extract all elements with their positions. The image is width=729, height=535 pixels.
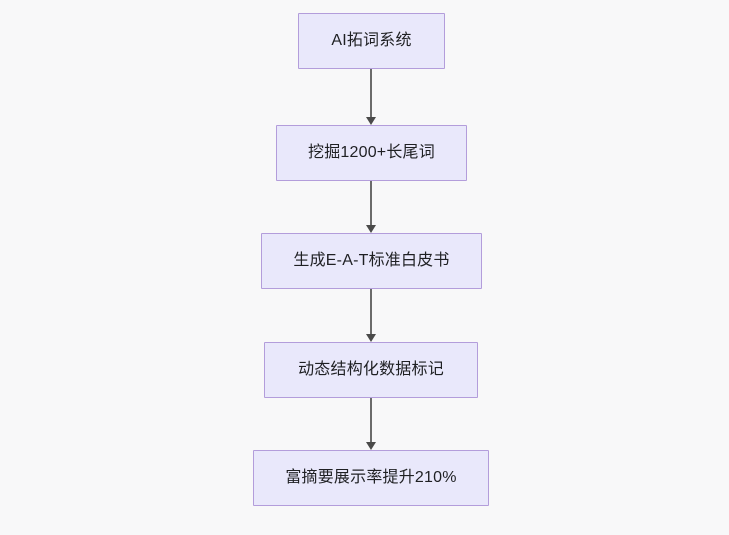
arrow-head-icon bbox=[366, 334, 376, 342]
flow-edge-4 bbox=[366, 398, 377, 450]
arrow-head-icon bbox=[366, 442, 376, 450]
flow-node-label: AI拓词系统 bbox=[331, 32, 412, 50]
flow-edge-2 bbox=[366, 181, 377, 233]
flow-node-structured-data-markup[interactable]: 动态结构化数据标记 bbox=[264, 342, 478, 398]
flow-node-label: 富摘要展示率提升210% bbox=[285, 469, 457, 487]
flow-node-long-tail-keywords[interactable]: 挖掘1200+长尾词 bbox=[276, 125, 467, 181]
flow-edge-line bbox=[370, 69, 373, 117]
arrow-head-icon bbox=[366, 117, 376, 125]
flow-edge-line bbox=[370, 289, 373, 334]
arrow-head-icon bbox=[366, 225, 376, 233]
flow-node-label: 动态结构化数据标记 bbox=[298, 361, 444, 379]
flow-edge-3 bbox=[366, 289, 377, 342]
flow-node-ai-expansion-system[interactable]: AI拓词系统 bbox=[298, 13, 445, 69]
flow-node-rich-snippet-result[interactable]: 富摘要展示率提升210% bbox=[253, 450, 489, 506]
flow-node-eat-whitepaper[interactable]: 生成E-A-T标准白皮书 bbox=[261, 233, 482, 289]
flow-edge-line bbox=[370, 181, 373, 225]
flow-node-label: 挖掘1200+长尾词 bbox=[308, 144, 435, 162]
flow-edge-1 bbox=[366, 69, 377, 125]
flow-edge-line bbox=[370, 398, 373, 442]
flow-node-label: 生成E-A-T标准白皮书 bbox=[293, 252, 450, 270]
